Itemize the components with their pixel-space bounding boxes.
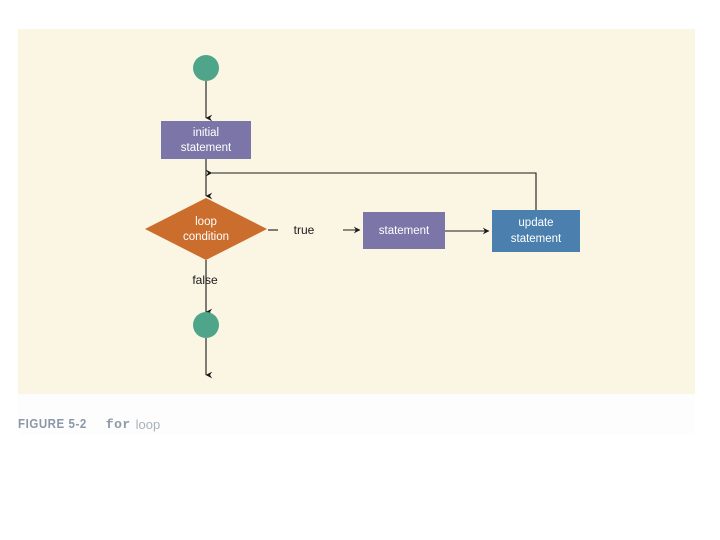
node-update-statement: update statement [492,210,580,252]
node-initial-statement-label-line2: statement [181,142,232,154]
figure-number-label: FIGURE 5-2 [18,417,87,431]
node-loop-condition-label-line2: condition [183,231,229,243]
node-statement: statement [363,212,445,249]
caption-band [18,394,695,435]
edge-label-true: true [294,223,315,237]
edge-label-false: false [192,273,218,287]
caption-code-term: for [105,416,131,432]
node-end-terminator [193,312,219,338]
node-loop-condition: loop condition [145,198,267,260]
edge-update-loopback [205,169,537,210]
caption-rest-text: loop [135,416,161,432]
node-statement-label: statement [379,225,430,237]
figure-panel [18,29,695,394]
node-initial-statement: initial statement [161,121,251,159]
node-initial-statement-label-line1: initial [193,127,219,139]
flowchart-diagram: initial statement loop condition stateme… [145,55,580,379]
node-loop-condition-label-line1: loop [195,216,217,228]
node-update-statement-label-line2: statement [511,233,562,245]
node-update-statement-label-line1: update [518,217,553,229]
node-start-terminator [193,55,219,81]
figure-caption: FIGURE 5-2 for loop [18,412,160,436]
